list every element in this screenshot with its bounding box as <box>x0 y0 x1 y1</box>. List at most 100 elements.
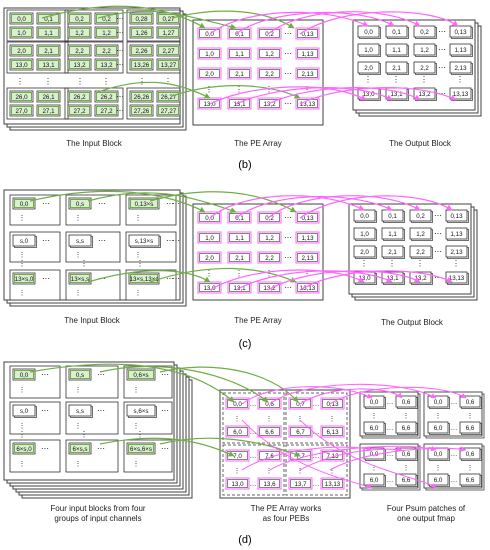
pe-caption-c: The PE Array <box>234 316 282 325</box>
cell-label: 7,6 <box>265 453 274 460</box>
ellipsis-mark: ⋯ <box>116 46 124 55</box>
grid-cell: 13×s,13×s <box>128 272 160 285</box>
ellipsis-mark: ⋮ <box>18 430 26 439</box>
grid-cell: 2,1 <box>385 61 409 75</box>
grid-cell: 1,1 <box>36 26 61 39</box>
grid-cell: 0,0 <box>12 368 36 381</box>
grid-cell: 0,13 <box>320 397 345 410</box>
cell-label: 26,2 <box>100 94 113 101</box>
ellipsis-mark: ⋮ <box>44 77 52 86</box>
ellipsis-mark: … <box>250 429 257 436</box>
ellipsis-mark: ⋯ <box>161 444 169 453</box>
ellipsis-mark: ⋯ <box>41 444 49 453</box>
ellipsis-mark: ⋯ <box>172 236 180 245</box>
ellipsis-mark: ⋮ <box>164 77 172 86</box>
grid-cell: 2,0 <box>353 245 377 259</box>
grid-cell: 13,26 <box>129 58 154 71</box>
grid-cell: 13,13 <box>295 97 320 110</box>
grid-cell: 6×s,0 <box>12 442 36 455</box>
cell-label: 13,1 <box>42 62 55 69</box>
grid-cell: 1,2 <box>413 43 437 57</box>
grid-cell: 13,0 <box>225 477 250 490</box>
grid-cell: 2,0 <box>197 251 222 264</box>
output-caption-d-line2: one output fmap <box>397 514 455 523</box>
cell-label: 13,0 <box>231 481 244 488</box>
ellipsis-mark: … <box>313 401 320 408</box>
input-caption-c: The Input Block <box>64 316 121 325</box>
cell-label: s,13×s <box>135 238 153 245</box>
pe-caption-d-line1: The PE Array works <box>251 504 322 513</box>
ellipsis-mark: ⋮ <box>16 77 24 86</box>
ellipsis-mark: ⋮ <box>297 468 304 475</box>
grid-cell: 0,6 <box>459 447 482 461</box>
cell-label: 13,7 <box>294 481 307 488</box>
ellipsis-mark: ⋮ <box>205 269 213 278</box>
ellipsis-mark: … <box>387 451 394 458</box>
cell-label: 0,1 <box>235 215 244 222</box>
ellipsis-mark: ⋯ <box>438 27 446 36</box>
cell-label: 27,1 <box>42 108 55 115</box>
ellipsis-mark: ⋮ <box>235 269 243 278</box>
cell-label: 2,13 <box>450 249 463 256</box>
cell-label: 6×s,0 <box>16 446 32 453</box>
ellipsis-mark: ⋯ <box>172 274 180 283</box>
grid-cell: 1,27 <box>156 26 181 39</box>
ellipsis-mark: ⋮ <box>403 413 410 420</box>
grid-cell: 0,2 <box>67 12 92 25</box>
cell-label: 0,6 <box>466 451 475 458</box>
ellipsis-mark: ⋯ <box>42 274 50 283</box>
cell-label: 1,1 <box>388 231 397 238</box>
grid-cell: 1,0 <box>197 47 222 60</box>
grid-cell: 1,2 <box>67 26 92 39</box>
ellipsis-mark: ⋮ <box>75 290 82 297</box>
grid-cell: 27,26 <box>129 104 154 117</box>
ellipsis-mark: ⋮ <box>435 413 442 420</box>
cell-label: 13,27 <box>161 62 177 69</box>
grid-cell: 13,2 <box>94 58 119 71</box>
cell-label: 1,2 <box>265 51 274 58</box>
cell-label: 2,27 <box>162 48 175 55</box>
cell-label: 0,0 <box>434 451 443 458</box>
cell-label: 0,0 <box>205 215 214 222</box>
cell-label: 2,2 <box>416 249 425 256</box>
grid-cell: 0,13 <box>445 209 469 223</box>
grid-cell: 6×s,6×s <box>126 442 156 455</box>
ellipsis-mark: ⋯ <box>172 199 180 208</box>
ellipsis-mark: ⋮ <box>467 413 474 420</box>
cell-label: 0,0 <box>434 399 443 406</box>
grid-cell: 13,6 <box>257 477 282 490</box>
grid-cell: 27,2 <box>67 104 92 117</box>
grid-cell: 13,2 <box>409 271 433 285</box>
cell-label: 1,1 <box>44 30 53 37</box>
cell-label: 1,1 <box>235 51 244 58</box>
cell-label: 2,2 <box>420 65 429 72</box>
grid-cell: 2,2 <box>409 245 433 259</box>
grid-cell: 2,1 <box>36 44 61 57</box>
ellipsis-mark: ⋯ <box>166 236 174 245</box>
cell-label: 13,2 <box>263 101 276 108</box>
cell-label: 1,0 <box>360 231 369 238</box>
grid-cell: 27,0 <box>9 104 34 117</box>
grid-cell: s,s <box>68 404 93 418</box>
cell-label: 0,2 <box>420 29 429 36</box>
cell-label: 0,0 <box>360 213 369 220</box>
ellipsis-mark: ⋮ <box>136 259 144 268</box>
grid-cell: 6,13 <box>320 425 345 438</box>
grid-cell: 26,2 <box>67 90 92 103</box>
cell-label: 1,0 <box>205 235 214 242</box>
ellipsis-mark: … <box>250 401 257 408</box>
cell-label: 6,6 <box>265 429 274 436</box>
cell-label: 7,0 <box>233 453 242 460</box>
grid-cell: 1,13 <box>295 231 320 244</box>
cell-label: 1,26 <box>135 30 148 37</box>
ellipsis-mark: ⋮ <box>75 252 82 259</box>
cell-label: 1,2 <box>102 30 111 37</box>
grid-cell: 0,0 <box>357 25 381 39</box>
cell-label: 0,7 <box>296 401 305 408</box>
cell-label: 13,0 <box>358 275 371 282</box>
ellipsis-mark: ⋮ <box>75 423 82 430</box>
grid-cell: 26,1 <box>36 90 61 103</box>
cell-label: 1,1 <box>235 235 244 242</box>
ellipsis-mark: ⋮ <box>135 252 142 259</box>
